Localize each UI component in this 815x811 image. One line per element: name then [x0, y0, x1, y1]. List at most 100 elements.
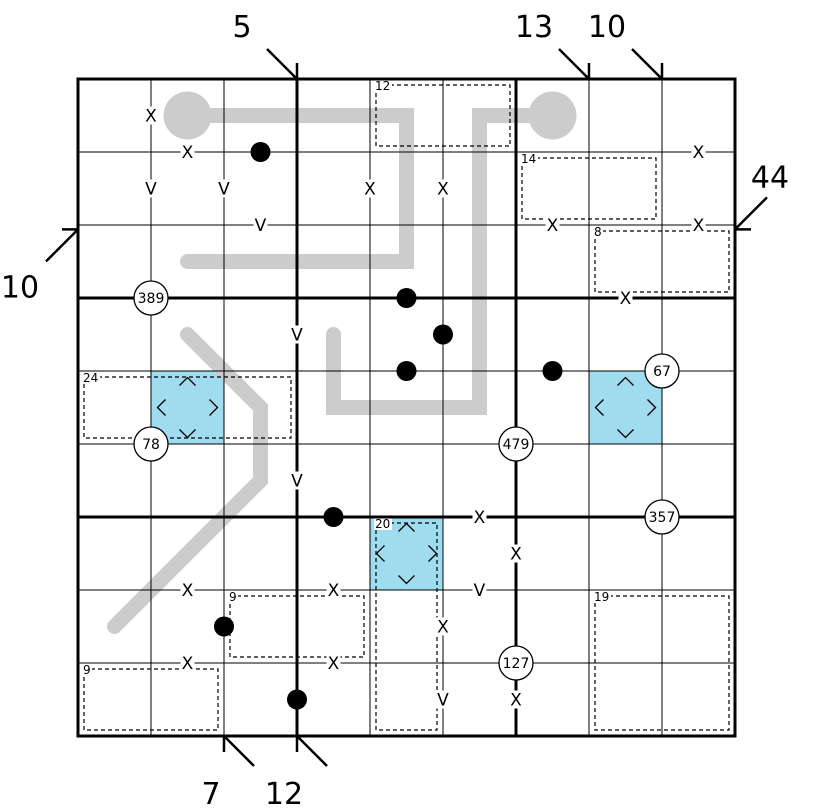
quad-clue-text: 127 [503, 656, 530, 672]
black-dot [396, 361, 417, 381]
cells[interactable] [78, 79, 735, 736]
grid-cell[interactable] [151, 79, 224, 152]
grid-cell[interactable] [297, 298, 370, 371]
grid-cell[interactable] [662, 590, 735, 663]
grid-cell[interactable] [662, 663, 735, 736]
grid-cell[interactable] [297, 225, 370, 298]
grid-cell[interactable] [78, 590, 151, 663]
chevron-icon [398, 522, 415, 532]
grid-cell[interactable] [78, 225, 151, 298]
grid-cell[interactable] [151, 517, 224, 590]
grid-cell[interactable] [662, 225, 735, 298]
grid-cell[interactable] [297, 79, 370, 152]
grid-cell[interactable] [370, 590, 443, 663]
grid-cell[interactable] [662, 517, 735, 590]
grid-cell[interactable] [224, 590, 297, 663]
grid-cell[interactable] [297, 444, 370, 517]
grid-cell[interactable] [370, 371, 443, 444]
grid-cell[interactable] [443, 444, 516, 517]
grid-cell[interactable] [443, 371, 516, 444]
grid-cell[interactable] [589, 225, 662, 298]
grid-cell[interactable] [516, 225, 589, 298]
clue-arrowhead-icon [295, 734, 313, 752]
grid-cell[interactable] [443, 225, 516, 298]
grid-cell[interactable] [662, 444, 735, 517]
grid-cell[interactable] [589, 444, 662, 517]
grid-cell[interactable] [662, 152, 735, 225]
grid-cell[interactable] [662, 79, 735, 152]
grid-cell[interactable] [78, 298, 151, 371]
grid-cell[interactable] [151, 371, 224, 444]
grid-cell[interactable] [224, 517, 297, 590]
grid-cell[interactable] [78, 371, 151, 444]
mark-bg [363, 179, 377, 198]
mark-bg [472, 508, 487, 526]
mark-bg [545, 216, 560, 234]
grid-cell[interactable] [78, 663, 151, 736]
grid-cell[interactable] [516, 152, 589, 225]
grid-cell[interactable] [662, 371, 735, 444]
grid-cell[interactable] [78, 79, 151, 152]
grid-cell[interactable] [516, 517, 589, 590]
grid-cell[interactable] [78, 517, 151, 590]
clue-arrowhead-icon [646, 63, 664, 81]
grid-cell[interactable] [443, 79, 516, 152]
grid-cell[interactable] [516, 298, 589, 371]
grid-cell[interactable] [589, 590, 662, 663]
grid-cell[interactable] [297, 152, 370, 225]
grid-cell[interactable] [297, 371, 370, 444]
grid-cell[interactable] [224, 79, 297, 152]
chevron-icon [428, 545, 438, 562]
grid-cell[interactable] [297, 663, 370, 736]
grid-cell[interactable] [78, 152, 151, 225]
x-mark: X [437, 618, 449, 638]
grid-cell[interactable] [151, 152, 224, 225]
mark-bg [691, 143, 706, 161]
grid-cell[interactable] [370, 298, 443, 371]
grid-cell[interactable] [589, 152, 662, 225]
grid-cell[interactable] [516, 663, 589, 736]
grid-cell[interactable] [224, 663, 297, 736]
grid-cell[interactable] [370, 79, 443, 152]
x-mark: X [620, 289, 632, 309]
grid-cell[interactable] [589, 298, 662, 371]
mark-bg [509, 544, 523, 563]
grid-cell[interactable] [370, 444, 443, 517]
grid-cell[interactable] [589, 371, 662, 444]
grid-cell[interactable] [370, 663, 443, 736]
grid-cell[interactable] [297, 517, 370, 590]
grid-cell[interactable] [589, 79, 662, 152]
grid-cell[interactable] [370, 517, 443, 590]
grid-cell[interactable] [443, 152, 516, 225]
grid-cell[interactable] [443, 663, 516, 736]
grid-cell[interactable] [662, 298, 735, 371]
grid-cell[interactable] [224, 444, 297, 517]
grid-cell[interactable] [151, 590, 224, 663]
grid-cell[interactable] [516, 371, 589, 444]
quad-circle [644, 499, 680, 535]
grid-cell[interactable] [443, 298, 516, 371]
grid-cell[interactable] [443, 517, 516, 590]
grid-cell[interactable] [589, 663, 662, 736]
cage-label-bg [593, 226, 603, 238]
grid-cell[interactable] [370, 225, 443, 298]
grid-cell[interactable] [224, 152, 297, 225]
grid-cell[interactable] [516, 79, 589, 152]
grid-cell[interactable] [224, 298, 297, 371]
grid-cell[interactable] [516, 590, 589, 663]
cage-outline [83, 668, 219, 731]
grid-cell[interactable] [224, 225, 297, 298]
grid-cell[interactable] [151, 298, 224, 371]
grid-cell[interactable] [443, 590, 516, 663]
grid-cell[interactable] [589, 517, 662, 590]
grid-cell[interactable] [224, 371, 297, 444]
grid-cell[interactable] [151, 225, 224, 298]
grid-cell[interactable] [297, 590, 370, 663]
grid-cell[interactable] [151, 444, 224, 517]
clue-arrowhead-icon [733, 213, 751, 231]
grid-cell[interactable] [151, 663, 224, 736]
mark-bg [326, 581, 341, 599]
grid-cell[interactable] [516, 444, 589, 517]
grid-cell[interactable] [370, 152, 443, 225]
grid-cell[interactable] [78, 444, 151, 517]
